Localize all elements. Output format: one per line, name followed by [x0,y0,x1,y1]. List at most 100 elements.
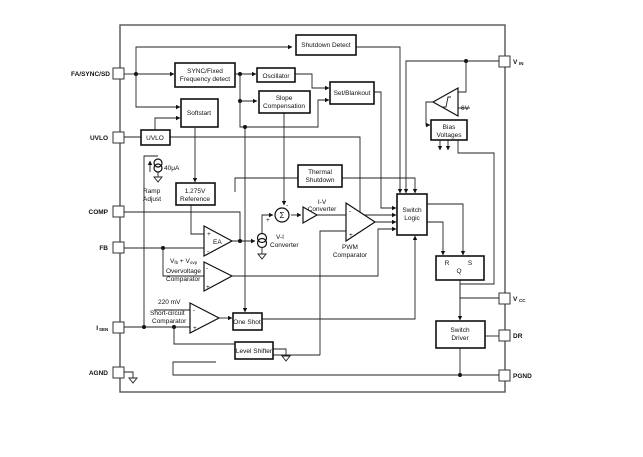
pin-label-sub: IN [519,61,524,66]
block-label: Bias [443,124,456,131]
block-shutdown-detect: Shutdown Detect [295,34,357,56]
pin-agnd: AGND [89,366,138,384]
pin-vcc: V CC [498,292,526,305]
ea-label: EA [213,239,222,246]
block-label: Compensation [263,103,305,110]
block-label: Shutdown [306,177,335,184]
plus-sign: + [193,325,197,332]
block-switch-driver: Switch Driver [435,320,486,349]
block-label: Level Shifter [236,348,273,355]
minus-sign: - [349,208,351,215]
block-oscillator: Oscillator [256,67,296,83]
block-label: SYNC/Fixed [187,68,223,75]
ov-label: Overvoltage [166,268,201,275]
block-label: 1.275V [185,188,206,195]
block-label: Thermal [308,169,332,176]
block-label: Frequency detect [180,76,230,83]
summing-junction: Σ - + [266,202,290,224]
plus-sign: + [206,284,210,291]
block-switch-logic: Switch Logic [396,193,428,236]
block-label: UVLO [146,135,164,142]
ramp-current-source: 40μA Ramp Adjust [143,158,180,203]
block-label: Logic [404,215,420,222]
ramp-adjust-label: Ramp [143,188,161,195]
pin-isen: I SEN [96,321,125,334]
pin-uvlo: UVLO [90,131,125,144]
block-slope-compensation: Slope Compensation [258,90,311,114]
ramp-current-label: 40μA [164,165,180,172]
pin-comp: COMP [89,205,125,218]
pin-label: COMP [89,209,109,216]
pin-pgnd: PGND [498,369,532,382]
block-bias-voltages: Bias Voltages [430,119,468,141]
block-rs-latch: R S Q [435,255,485,281]
sc-label: Short-circuit [150,310,185,317]
iv-label: Converter [308,206,337,213]
iv-label: I-V [318,199,327,206]
uvlo-hysteresis-comparator: 6V [431,86,470,118]
minus-sign: - [207,248,209,255]
ov-label: Comparator [166,276,201,283]
hysteresis-icon [443,96,451,108]
ground-icon [281,355,291,362]
ground-icon [153,176,163,183]
minus-sign: - [206,265,208,272]
svg-text:Vfb + Vovp: Vfb + Vovp [170,258,198,265]
pin-label: V [513,59,518,66]
plus-sign: + [349,232,353,239]
vi-label: Converter [270,242,299,249]
block-set-blankout: Set/Blankout [329,81,375,105]
block-label: Oscillator [262,73,290,80]
block-level-shifter: Level Shifter [234,341,274,360]
vi-converter: V-I Converter [256,232,299,260]
sigma-icon: Σ [280,211,285,220]
ov-ref-label: Vfb + Vovp [170,258,198,265]
pwm-label: PWM [342,244,358,251]
plus-sign: + [207,231,211,238]
block-label: One Shot [233,319,261,326]
pwm-comparator: - + [345,201,377,243]
error-amplifier: + - EA [203,224,234,258]
pin-label: UVLO [90,135,108,142]
block-label: Reference [180,196,210,203]
pin-fa-sync-sd: FA/SYNC/SD [71,67,125,80]
pin-label: I [96,325,98,332]
pin-fb: FB [99,241,125,254]
block-sync-freq-detect: SYNC/Fixed Frequency detect [174,62,236,88]
pin-label: V [513,296,518,303]
block-label: Voltages [437,132,463,139]
pin-label: AGND [89,370,108,377]
iv-converter-buffer [302,205,319,225]
vi-label: V-I [276,234,284,241]
latch-r-label: R [445,260,450,267]
ground-icon [128,377,138,384]
block-softstart: Softstart [180,98,219,128]
ramp-adjust-label: Adjust [143,196,161,203]
6v-label: 6V [461,105,470,112]
sc-label: Comparator [152,318,187,325]
pin-label-sub: SEN [99,327,108,332]
plus-sign: + [266,217,270,224]
pin-dr: DR [498,329,523,342]
block-label: Set/Blankout [334,90,371,97]
pin-label: PGND [513,373,532,380]
block-label: Switch [402,207,422,214]
pin-label: FA/SYNC/SD [71,71,110,78]
pin-vin: V IN [498,55,524,68]
latch-s-label: S [468,260,473,267]
block-label: Driver [451,335,469,342]
block-one-shot: One Shot [232,312,263,331]
ground-icon [257,253,267,260]
short-circuit-comparator: - + [189,302,221,334]
block-label: Shutdown Detect [301,42,351,49]
block-reference: 1.275V Reference [175,182,216,206]
pin-label: DR [513,333,523,340]
overvoltage-comparator: - + [203,261,234,293]
pin-label: FB [99,245,108,252]
minus-sign: - [286,202,288,209]
minus-sign: - [193,307,195,314]
block-label: Softstart [187,110,211,117]
sc-ref-label: 220 mV [158,299,181,306]
block-label: Switch [450,327,470,334]
